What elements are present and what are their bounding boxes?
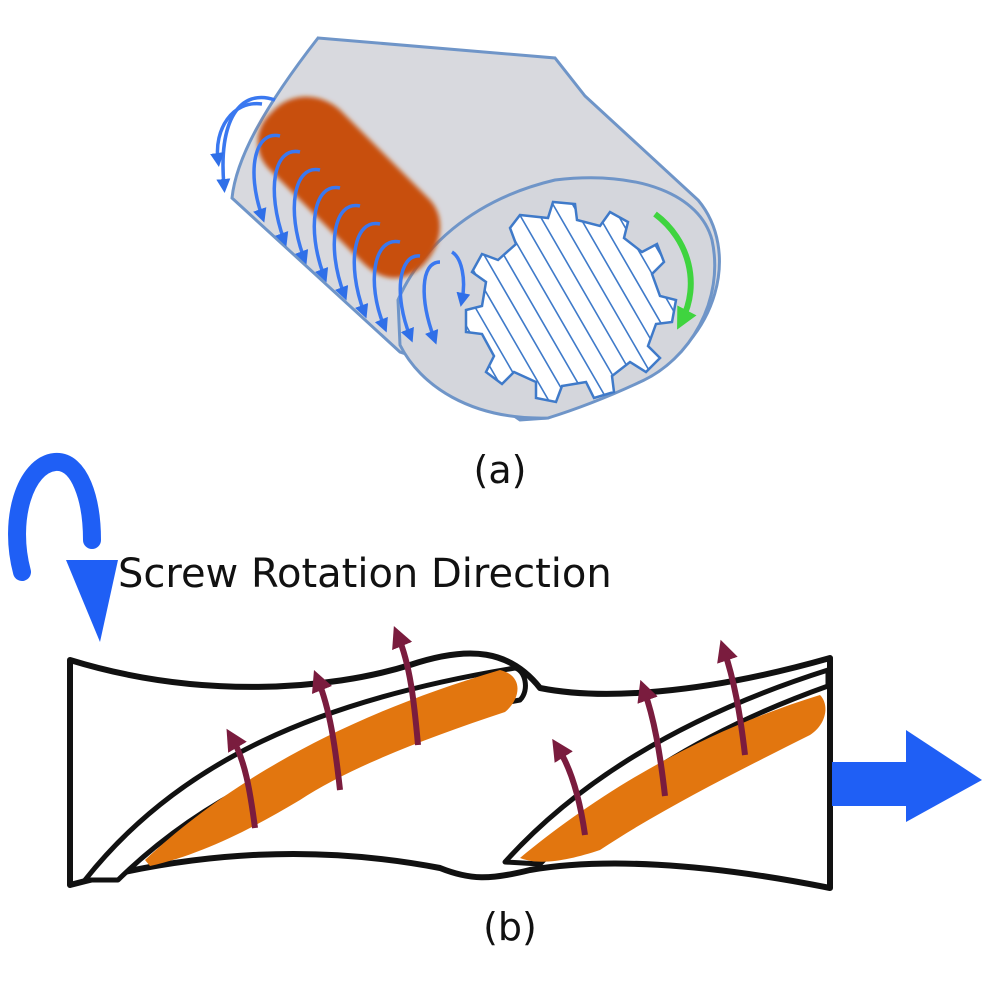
curved-arrow-icon (8, 453, 118, 642)
right-arrow-icon (832, 730, 982, 822)
melt-film-right (520, 695, 826, 862)
rotation-direction-label: Screw Rotation Direction (118, 551, 612, 597)
caption-panel-a: (a) (474, 448, 527, 492)
melt-flow-arrows (210, 95, 471, 345)
melt-lift-arrows (226, 626, 748, 836)
caption-panel-b: (b) (483, 905, 537, 949)
screw-body (67, 626, 833, 891)
panel-a-barrel (210, 36, 721, 422)
rotation-arrow-green (653, 211, 697, 330)
melt-film-left (145, 670, 518, 866)
screw-outline (67, 650, 833, 891)
melt-pool (257, 96, 441, 279)
